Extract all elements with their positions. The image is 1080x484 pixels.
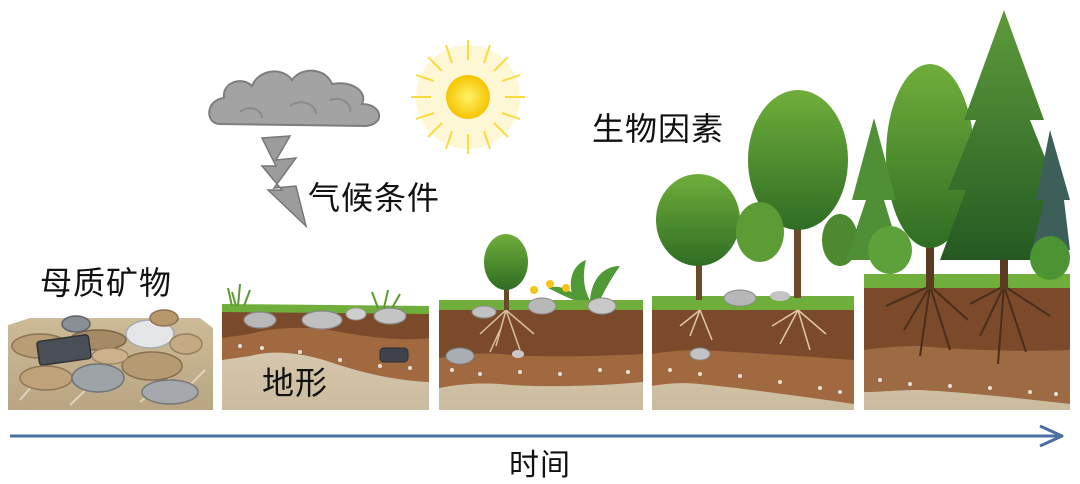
panel-young-forest bbox=[652, 90, 858, 410]
panel-parent-material bbox=[8, 309, 213, 410]
sun-icon bbox=[411, 40, 525, 154]
label-time: 时间 bbox=[509, 448, 571, 483]
time-axis-arrow bbox=[10, 424, 1064, 448]
panel-mature-forest bbox=[846, 10, 1070, 410]
label-climate: 气候条件 bbox=[308, 179, 441, 217]
label-parent-material: 母质矿物 bbox=[40, 264, 173, 302]
label-biology: 生物因素 bbox=[592, 110, 725, 148]
cloud-icon bbox=[208, 69, 380, 128]
lightning-icon bbox=[260, 135, 308, 229]
panel-early-vegetation bbox=[439, 234, 643, 410]
label-topography: 地形 bbox=[262, 364, 329, 402]
panel-topography bbox=[222, 283, 429, 410]
